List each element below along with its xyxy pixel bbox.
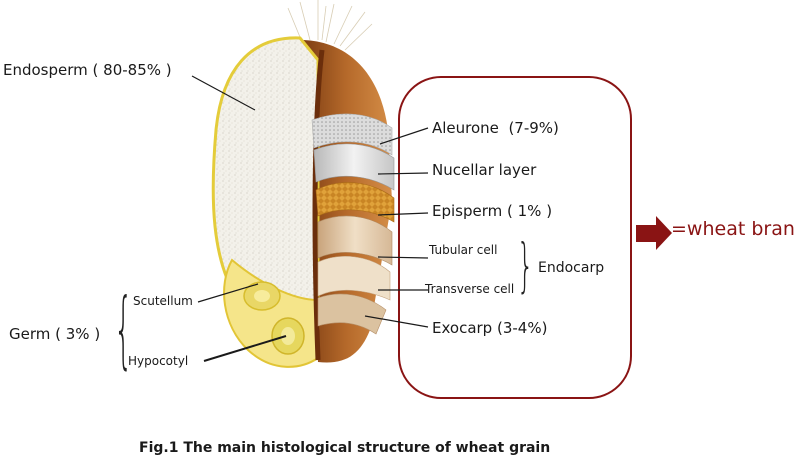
germ-brace: { — [114, 280, 133, 378]
episperm-label: Episperm ( 1% ) — [432, 202, 553, 220]
endocarp-brace: } — [517, 231, 534, 299]
transverse-cell-label: Transverse cell — [425, 282, 515, 296]
transverse-band — [317, 256, 391, 301]
aleurone-band — [311, 113, 393, 156]
figure-caption: Fig.1 The main histological structure of… — [139, 440, 551, 456]
layer-stack — [311, 113, 395, 335]
bran-box — [398, 76, 632, 399]
tubular-cell-label: Tubular cell — [429, 243, 498, 257]
endocarp-label: Endocarp — [538, 260, 605, 276]
endosperm-label: Endosperm ( 80-85% ) — [3, 61, 172, 79]
wheat-bran-arrow — [636, 216, 672, 250]
wheat-bran-label: =wheat bran — [671, 218, 795, 240]
tubular-band — [317, 215, 393, 266]
exocarp-label: Exocarp (3-4%) — [432, 319, 548, 337]
aleurone-label: Aleurone (7-9%) — [432, 119, 559, 137]
episperm-band — [315, 182, 395, 223]
hypocotyl-label: Hypocotyl — [128, 354, 189, 368]
germ-inner — [254, 290, 270, 302]
germ-label: Germ ( 3% ) — [9, 325, 101, 343]
nucellar-band — [313, 143, 395, 191]
scutellum-label: Scutellum — [133, 294, 193, 308]
hypocotyl-inner — [281, 327, 295, 345]
leader-lines — [191, 75, 429, 362]
exocarp-band — [317, 293, 387, 335]
brush-hairs — [287, 0, 373, 51]
nucellar-layer-label: Nucellar layer — [432, 161, 537, 179]
